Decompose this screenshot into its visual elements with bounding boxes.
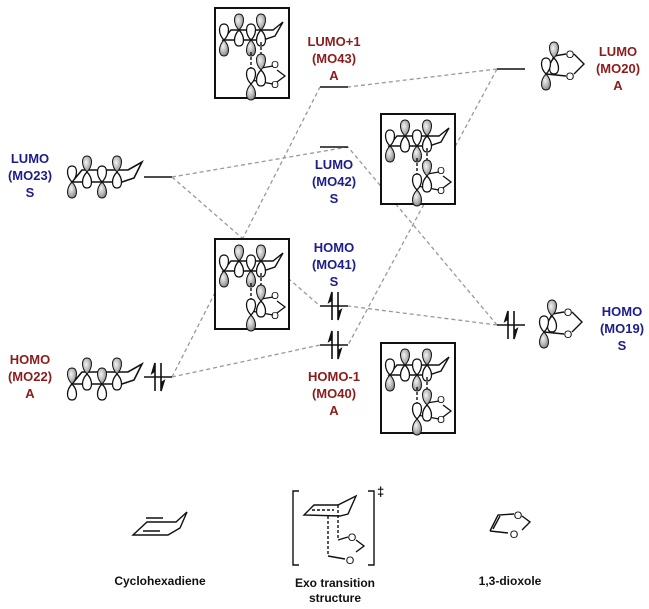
caption-transition-structure: Exo transition structure [270,576,400,606]
label-name: HOMO-1 [308,369,360,384]
orbital-box-ts-homo [215,239,289,331]
label-name: LUMO [314,157,354,172]
orbital-diene-homo [68,358,143,400]
label-name: HOMO [601,304,643,319]
label-name: LUMO+1 [307,34,361,49]
ts-structure [292,490,375,566]
corr-diox-homo-ts-homo [347,305,498,326]
label-ts-homo: HOMO (MO41) S [306,239,362,290]
label-symmetry: A [613,78,623,93]
label-mo: (MO19) [599,321,645,336]
orbital-box-ts-lumo [381,114,455,206]
label-mo: (MO22) [7,369,53,384]
label-name: LUMO [10,151,50,166]
label-symmetry: A [25,386,35,401]
dioxole-structure [489,513,532,534]
corr-diene-lumo-ts-lumo [171,146,349,178]
caption-cyclohexadiene: Cyclohexadiene [100,574,220,589]
corr-diox-lumo-ts-lumo1 [347,68,498,88]
caption-text-line2: structure [308,591,361,605]
ts-double-dagger: ‡ [377,484,385,499]
energy-levels [144,68,525,378]
label-mo: (MO43) [311,51,357,66]
label-symmetry: S [329,191,339,206]
label-name: LUMO [598,44,638,59]
dioxole-oxygen-2: O [510,529,519,541]
label-mo: (MO42) [311,174,357,189]
ts-oxygen-1: O [348,532,357,544]
ts-oxygen-2: O [346,555,355,567]
caption-text: 1,3-dioxole [478,574,542,588]
orbital-diox-homo [540,300,583,348]
corr-diox-homo-ts-lumo [347,146,498,326]
label-diene-homo: HOMO (MO22) A [4,351,56,402]
caption-text-line1: Exo transition [294,576,375,590]
label-mo: (MO41) [311,257,357,272]
orbital-diox-lumo [542,42,585,90]
cyclohexadiene-structure [131,511,188,536]
label-symmetry: A [329,403,339,418]
label-symmetry: A [329,68,339,83]
orbital-diene-lumo [68,156,143,198]
label-symmetry: S [617,338,627,353]
caption-text: Cyclohexadiene [114,574,206,588]
corr-diox-lumo-ts-homo1 [347,68,498,346]
label-ts-lumo: LUMO (MO42) S [306,156,362,207]
orbital-box-ts-lumo1 [215,8,289,100]
orbital-box-ts-homo1 [381,343,455,435]
label-name: HOMO [313,240,355,255]
label-ts-homo1: HOMO-1 (MO40) A [302,368,366,419]
label-mo: (MO40) [311,386,357,401]
corr-diene-homo-ts-homo1 [171,344,321,378]
caption-dioxole: 1,3-dioxole [460,574,560,589]
label-mo: (MO20) [595,61,641,76]
label-mo: (MO23) [7,168,53,183]
label-ts-lumo1: LUMO+1 (MO43) A [302,33,366,84]
label-name: HOMO [9,352,51,367]
label-symmetry: S [25,185,35,200]
label-symmetry: S [329,274,339,289]
label-diox-homo: HOMO (MO19) S [594,303,649,354]
dioxole-oxygen-1: O [514,510,523,522]
label-diene-lumo: LUMO (MO23) S [4,150,56,201]
label-diox-lumo: LUMO (MO20) A [590,43,646,94]
corr-diene-homo-ts-lumo1 [171,86,321,378]
